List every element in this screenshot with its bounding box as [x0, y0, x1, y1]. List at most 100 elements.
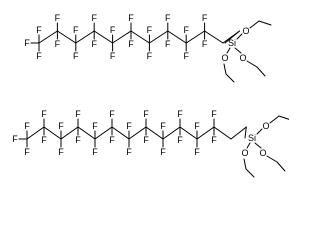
fluorine-atom-label: F [143, 109, 149, 119]
bond-line [26, 126, 45, 140]
fluorine-atom-label: F [41, 109, 47, 119]
fluorine-atom-label: F [73, 25, 79, 35]
bond-line [94, 126, 113, 140]
fluorine-atom-label: F [92, 121, 98, 131]
bond-line [244, 126, 247, 139]
fluorine-atom-label: F [160, 121, 166, 131]
bond-line [236, 33, 243, 40]
bond-line [246, 142, 251, 149]
fluorine-atom-label: F [128, 39, 134, 49]
bond-line [56, 30, 77, 44]
bond-line [111, 126, 130, 140]
bond-line [256, 66, 266, 77]
oxygen-atom-label: O [262, 121, 269, 131]
bond-line [38, 30, 58, 44]
fluorine-atom-label: F [110, 25, 116, 35]
fluorine-atom-label: F [12, 134, 18, 144]
bond-line [243, 158, 247, 170]
bond-line [254, 142, 262, 149]
bond-line [128, 126, 147, 140]
bond-line [245, 168, 255, 178]
bond-line [196, 126, 215, 140]
fluorine-atom-label: F [183, 51, 189, 61]
fluorine-atom-label: F [183, 25, 189, 35]
oxygen-atom-label: O [239, 53, 246, 63]
fluorine-atom-label: F [91, 39, 97, 49]
bond-line [185, 30, 206, 44]
fluorine-atom-label: F [177, 109, 183, 119]
fluorine-atom-label: F [211, 135, 217, 145]
bond-line [266, 155, 278, 163]
fluorine-atom-label: F [202, 13, 208, 23]
fluorine-atom-label: F [147, 51, 153, 61]
bond-line [112, 30, 132, 44]
bond-line [269, 115, 280, 124]
fluorine-atom-label: F [109, 135, 115, 145]
fluorine-atom-label: F [160, 147, 166, 157]
bond-line [179, 126, 198, 140]
fluorine-atom-label: F [211, 109, 217, 119]
bond-line [204, 30, 224, 44]
oxygen-atom-label: O [241, 148, 248, 158]
fluorine-atom-label: F [24, 147, 30, 157]
fluorine-atom-label: F [165, 39, 171, 49]
bond-line [278, 115, 289, 120]
fluorine-atom-label: F [126, 147, 132, 157]
bond-line [148, 30, 169, 44]
fluorine-atom-label: F [194, 147, 200, 157]
bond-line [276, 161, 286, 172]
bond-line [60, 126, 79, 140]
fluorine-atom-label: F [36, 25, 42, 35]
fluorine-atom-label: F [177, 135, 183, 145]
fluorine-atom-label: F [202, 39, 208, 49]
bond-line [162, 126, 181, 140]
silicon-atom-label: Si [228, 38, 236, 48]
fluorine-atom-label: F [126, 121, 132, 131]
fluorine-atom-label: F [147, 25, 153, 35]
oxygen-atom-label: O [221, 53, 228, 63]
fluorine-atom-label: F [92, 147, 98, 157]
fluorine-atom-label: F [55, 13, 61, 23]
fluorine-atom-label: F [58, 121, 64, 131]
bond-line [225, 73, 235, 83]
bond-line [213, 126, 232, 140]
bond-line [256, 128, 263, 135]
fluorine-atom-label: F [165, 13, 171, 23]
bond-line [224, 30, 241, 44]
oxygen-atom-label: O [259, 148, 266, 158]
bond-line [93, 30, 114, 44]
fluorine-atom-label: F [75, 109, 81, 119]
fluorine-atom-label: F [91, 13, 97, 23]
fluorine-atom-label: F [73, 51, 79, 61]
fluorine-atom-label: F [143, 135, 149, 145]
bond-line [43, 126, 62, 140]
fluorine-atom-label: F [75, 135, 81, 145]
oxygen-atom-label: O [242, 26, 249, 36]
bond-line [75, 30, 95, 44]
bond-line [226, 47, 231, 54]
fluorine-atom-label: F [55, 39, 61, 49]
fluorine-atom-label: F [109, 109, 115, 119]
bond-line [145, 126, 164, 140]
bond-line [230, 126, 247, 140]
bond-line [77, 126, 96, 140]
fluorine-atom-label: F [110, 51, 116, 61]
bond-line [249, 20, 260, 29]
bond-line [223, 63, 227, 75]
fluorine-atom-label: F [36, 51, 42, 61]
fluorine-atom-label: F [41, 135, 47, 145]
bond-line [246, 60, 258, 68]
fluorine-atom-label: F [194, 121, 200, 131]
bond-line [258, 20, 272, 26]
fluorine-atom-label: F [24, 121, 30, 131]
fluorine-atom-label: F [58, 147, 64, 157]
bond-line [167, 30, 187, 44]
silicon-atom-label: Si [248, 133, 256, 143]
bond-line [130, 30, 150, 44]
fluorine-atom-label: F [128, 13, 134, 23]
fluorine-atom-label: F [24, 38, 30, 48]
bond-line [234, 47, 242, 54]
